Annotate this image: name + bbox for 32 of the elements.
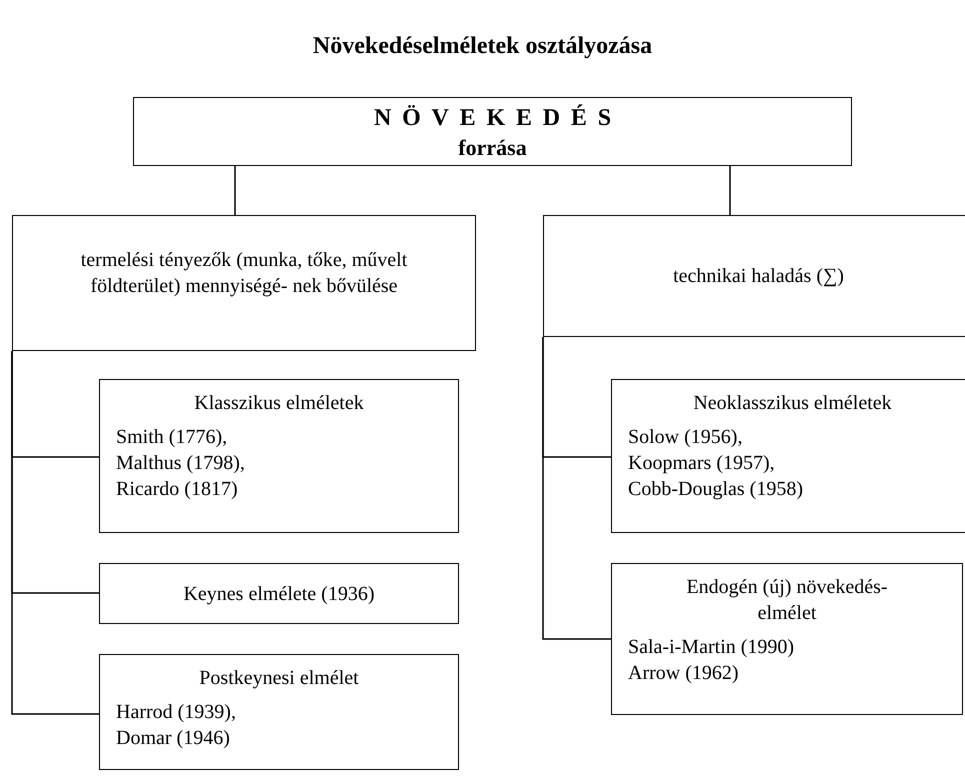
box-text: Keynes elmélete (1936) bbox=[183, 582, 375, 606]
root-box bbox=[133, 97, 852, 166]
theory-item: Sala-i-Martin (1990) bbox=[628, 635, 796, 660]
connector-line bbox=[729, 166, 731, 215]
box-heading: Endogén (új) növekedés-elmélet bbox=[685, 575, 889, 626]
box-heading: Neoklasszikus elméletek bbox=[692, 391, 893, 416]
connector-line bbox=[11, 351, 99, 715]
box-heading: Klasszikus elméletek bbox=[193, 391, 365, 416]
category-box bbox=[611, 563, 963, 715]
theory-item: Domar (1946) bbox=[116, 726, 231, 751]
theory-item: Malthus (1798), bbox=[116, 451, 246, 476]
category-box bbox=[99, 379, 459, 533]
theory-item: Cobb-Douglas (1958) bbox=[628, 477, 804, 502]
connector-line bbox=[542, 337, 611, 640]
category-box bbox=[611, 379, 965, 533]
category-box bbox=[12, 215, 476, 351]
theory-item: Koopmars (1957), bbox=[628, 451, 776, 476]
heading-text: NÖVEKEDÉS bbox=[372, 103, 622, 132]
theory-item: Solow (1956), bbox=[628, 425, 744, 450]
theory-item: Arrow (1962) bbox=[628, 661, 740, 686]
connector-line bbox=[234, 166, 236, 215]
category-box bbox=[543, 215, 965, 337]
subheading-text: forrása bbox=[458, 134, 527, 162]
category-box bbox=[99, 654, 459, 770]
category-box bbox=[99, 563, 459, 624]
box-text: termelési tényezők (munka, tőke, művelt földterület) mennyiségé- nek bővülése bbox=[80, 248, 408, 299]
box-text: technikai haladás (∑) bbox=[673, 264, 844, 289]
theory-item: Smith (1776), bbox=[116, 425, 228, 450]
theory-item: Harrod (1939), bbox=[116, 700, 237, 725]
diagram-title: Növekedéselméletek osztályozása bbox=[312, 32, 652, 61]
box-heading: Postkeynesi elmélet bbox=[198, 666, 360, 691]
theory-item: Ricardo (1817) bbox=[116, 477, 239, 502]
